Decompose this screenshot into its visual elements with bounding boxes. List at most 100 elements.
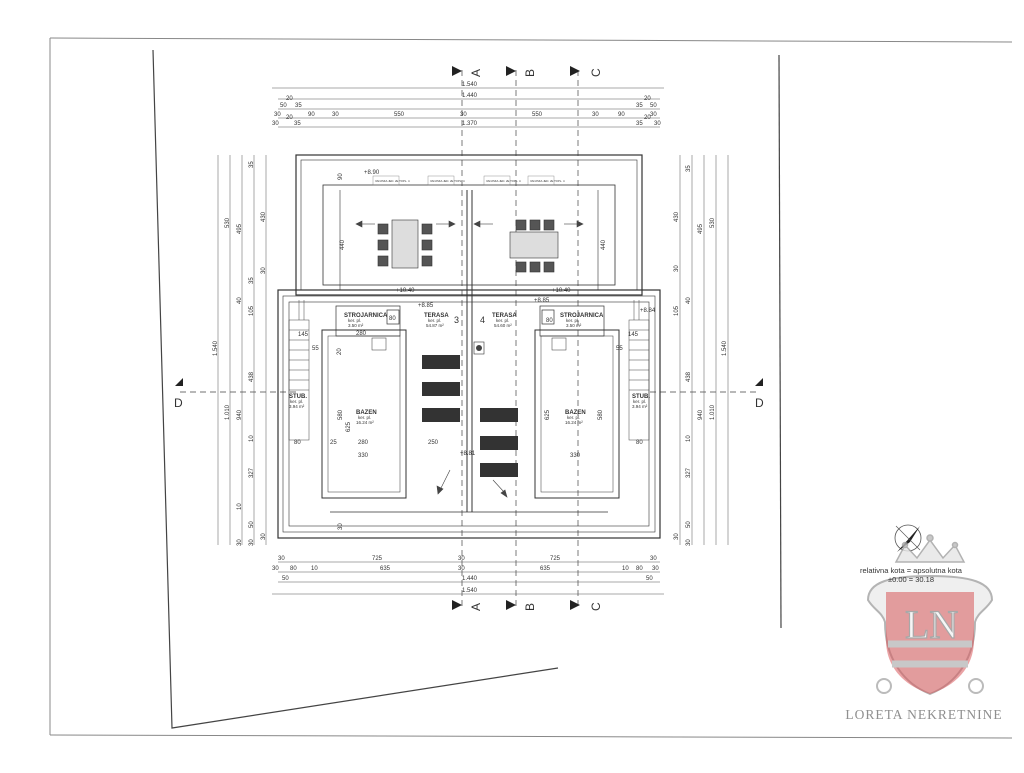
dim-text: 80	[636, 566, 643, 572]
dim-text: 10	[686, 435, 692, 442]
dim-text: 495	[237, 223, 243, 234]
section-a-bottom: A	[469, 603, 483, 611]
dim-text: 35	[295, 103, 302, 109]
dim-text: 440	[601, 239, 607, 250]
paper-border	[49, 37, 1013, 739]
dim-text: 580	[598, 409, 604, 420]
slope-arrows	[355, 220, 584, 498]
room-sub: ker. pl.	[566, 318, 579, 323]
room-stub-right: STUB.	[632, 394, 650, 400]
section-d-left: D	[174, 396, 183, 410]
dim-text: 80	[546, 318, 553, 324]
dim-text: 530	[225, 217, 231, 228]
machine-room-left	[335, 305, 401, 337]
brand-crest-icon: LN	[866, 574, 994, 696]
dim-text: 635	[540, 566, 551, 572]
dim-text: 1.540	[722, 340, 728, 356]
dim-text: 30	[592, 112, 599, 118]
site-boundary	[152, 49, 782, 729]
floor-drain-icon	[473, 341, 485, 355]
dimension-lines-left	[217, 155, 267, 545]
dim-text: 50	[650, 103, 657, 109]
dim-text: 495	[698, 223, 704, 234]
dim-text: 50	[282, 576, 289, 582]
dim-text: 30	[654, 121, 661, 127]
dim-text: 10	[237, 503, 243, 510]
stairs-left	[288, 300, 310, 441]
section-a-top: A	[469, 69, 483, 77]
dim-text: 1.440	[462, 576, 478, 582]
level-l6: +8.84	[640, 308, 656, 314]
dim-text: 90	[338, 173, 344, 180]
dim-text: 30	[650, 556, 657, 562]
room-terasa-right: TERASA	[492, 313, 517, 319]
room-area: 3.94 m²	[289, 404, 305, 409]
dim-text: 35	[294, 121, 301, 127]
dim-text: 725	[372, 556, 383, 562]
dim-top-1440: 1.440	[462, 93, 478, 99]
dim-text: 80	[636, 440, 643, 446]
room-bazen-left: BAZEN	[356, 410, 377, 416]
room-bazen-right: BAZEN	[565, 410, 586, 416]
dim-text: 55	[312, 346, 319, 352]
section-lines	[180, 70, 760, 610]
dim-text: 550	[532, 112, 543, 118]
dim-text: 1.370	[462, 121, 478, 127]
dim-text: 330	[570, 453, 581, 459]
dining-set-left	[377, 219, 433, 269]
dim-text: 940	[237, 409, 243, 420]
parapet-note: VANJSKA JED. 2E TOPL. 4	[430, 179, 465, 183]
dim-text: 430	[674, 211, 680, 222]
room-sub: ker. pl.	[428, 318, 441, 323]
room-terasa-left: TERASA	[424, 313, 449, 319]
dim-text: 30	[460, 112, 467, 118]
interior-dimensions: 440 440 280 280 330 330 25 250 625 625 5…	[294, 173, 643, 530]
section-d-right: D	[755, 396, 764, 410]
stairs-right	[628, 300, 650, 441]
dim-text: 105	[674, 305, 680, 316]
dim-text: 438	[686, 371, 692, 382]
room-area: 16.24 m²	[356, 420, 374, 425]
kota-line-1: relativna kota = apsolutna kota	[860, 566, 962, 575]
dim-text: 1.540	[462, 588, 478, 594]
dim-text: 145	[298, 332, 309, 338]
dim-text: 10	[311, 566, 318, 572]
dim-text: 635	[380, 566, 391, 572]
brand-name: LORETA NEKRETNINE	[845, 707, 1003, 722]
dim-text: 55	[616, 346, 623, 352]
dimension-text-bottom: 30 725 30 725 30 30 80 10 635 30 635 10 …	[272, 556, 659, 594]
dim-text: 1.540	[213, 340, 219, 356]
room-area: 3.50 m²	[348, 323, 364, 328]
dim-text: 440	[340, 239, 346, 250]
dim-text: 327	[249, 467, 255, 478]
dim-text: 35	[249, 161, 255, 168]
room-sub: ker. pl.	[496, 318, 509, 323]
dim-text: 327	[686, 467, 692, 478]
dim-text: 30	[278, 556, 285, 562]
level-l5: +8.85	[534, 298, 550, 304]
room-sub: ker. pl.	[358, 415, 371, 420]
section-markers: A B C A B C D D	[174, 66, 764, 611]
level-l2: +10.40	[396, 288, 415, 294]
dim-text: 30	[272, 121, 279, 127]
brand-crown-icon	[894, 534, 966, 563]
dim-text: 50	[646, 576, 653, 582]
room-sub: ker. pl.	[633, 399, 646, 404]
unit-number-3: 3	[454, 315, 459, 325]
level-l3: +10.40	[552, 288, 571, 294]
dim-text: 30	[338, 523, 344, 530]
parapet-note: VANJSKA JED. 2E TOPL. 4	[486, 179, 521, 183]
dim-text: 30	[458, 556, 465, 562]
dim-text: 35	[636, 103, 643, 109]
dim-text: 50	[280, 103, 287, 109]
dim-text: 30	[274, 112, 281, 118]
dim-text: 30	[272, 566, 279, 572]
dim-text: 145	[628, 332, 639, 338]
dim-text: 330	[358, 453, 369, 459]
room-sub: ker. pl.	[348, 318, 361, 323]
dim-text: 20	[644, 96, 651, 102]
dim-text: 430	[261, 211, 267, 222]
dim-text: 438	[249, 371, 255, 382]
